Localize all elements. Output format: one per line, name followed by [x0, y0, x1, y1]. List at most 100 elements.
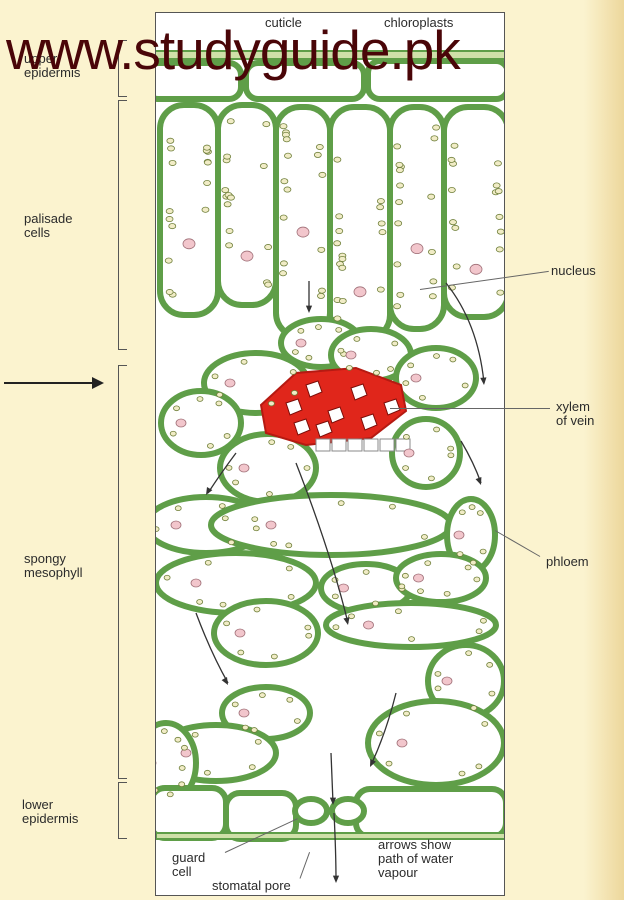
chloroplast: [428, 476, 434, 481]
chloroplast: [280, 271, 287, 276]
chloroplast: [397, 183, 404, 188]
chloroplast: [403, 381, 409, 386]
nucleus: [241, 251, 253, 261]
chloroplast: [476, 629, 482, 634]
phloem-cell: [332, 439, 346, 451]
chloroplast: [280, 261, 287, 266]
chloroplast: [271, 541, 277, 546]
chloroplast: [175, 737, 181, 742]
nucleus: [442, 677, 452, 685]
spongy-cell: [214, 601, 318, 665]
chloroplast: [349, 614, 355, 619]
chloroplast: [197, 397, 203, 402]
chloroplast: [167, 138, 174, 143]
chloroplast: [280, 124, 287, 129]
chloroplast: [156, 527, 159, 532]
chloroplast: [217, 392, 223, 397]
chloroplast: [377, 198, 384, 203]
chloroplast: [175, 506, 181, 511]
chloroplast: [286, 566, 292, 571]
chloroplast: [315, 325, 321, 330]
chloroplast: [226, 243, 233, 248]
scan-edge-shadow: [584, 0, 624, 900]
chloroplast: [204, 160, 211, 165]
chloroplast: [286, 543, 292, 548]
chloroplast: [497, 229, 504, 234]
chloroplast: [397, 292, 404, 297]
chloroplast: [404, 711, 410, 716]
chloroplast: [338, 501, 344, 506]
chloroplast: [269, 440, 275, 445]
chloroplast: [166, 289, 173, 294]
label-lower-epidermis: lower epidermis: [22, 798, 78, 826]
chloroplast: [284, 187, 291, 192]
chloroplast: [255, 739, 261, 744]
nucleus: [191, 579, 201, 587]
chloroplast: [482, 721, 488, 726]
chloroplast: [388, 367, 394, 372]
chloroplast: [336, 214, 343, 219]
chloroplast: [164, 575, 170, 580]
chloroplast: [444, 591, 450, 596]
chloroplast: [306, 633, 312, 638]
chloroplast: [459, 510, 465, 515]
nucleus: [176, 419, 186, 427]
chloroplast: [363, 570, 369, 575]
chloroplast: [409, 637, 415, 642]
chloroplast: [418, 589, 424, 594]
nucleus: [397, 739, 407, 747]
guard-cell: [295, 799, 327, 823]
chloroplast: [219, 504, 225, 509]
chloroplast: [408, 363, 414, 368]
chloroplast: [291, 390, 297, 395]
chloroplast: [462, 383, 468, 388]
chloroplast: [319, 172, 326, 177]
leader-xylem: [390, 408, 550, 409]
nucleus: [414, 574, 424, 582]
chloroplast: [332, 594, 338, 599]
chloroplast: [251, 728, 257, 733]
chloroplast: [339, 265, 346, 270]
chloroplast: [260, 163, 267, 168]
chloroplast: [459, 771, 465, 776]
lower-epidermis-cell: [156, 788, 226, 838]
chloroplast: [161, 729, 167, 734]
chloroplast: [268, 401, 274, 406]
chloroplast: [377, 287, 384, 292]
chloroplast: [232, 702, 238, 707]
nucleus: [411, 374, 421, 382]
chloroplast: [204, 180, 211, 185]
chloroplast: [430, 279, 437, 284]
chloroplast: [181, 745, 187, 750]
nucleus: [297, 227, 309, 237]
chloroplast: [402, 573, 408, 578]
chloroplast: [448, 157, 455, 162]
chloroplast: [334, 316, 341, 321]
chloroplast: [450, 357, 456, 362]
chloroplast: [378, 221, 385, 226]
label-phloem: phloem: [546, 555, 589, 569]
chloroplast: [448, 453, 454, 458]
label-stomatal-pore: stomatal pore: [212, 879, 291, 893]
chloroplast: [266, 492, 272, 497]
chloroplast: [474, 577, 480, 582]
chloroplast: [334, 157, 341, 162]
label-nucleus: nucleus: [551, 264, 596, 278]
chloroplast: [170, 431, 176, 436]
arrow-right-icon: [4, 376, 104, 390]
nucleus: [364, 621, 374, 629]
chloroplast: [346, 366, 352, 371]
chloroplast: [451, 143, 458, 148]
chloroplast: [224, 434, 230, 439]
arrow-head-icon: [333, 876, 339, 883]
chloroplast: [249, 765, 255, 770]
water-vapour-arrow: [334, 813, 336, 881]
chloroplast: [197, 600, 203, 605]
palisade-bracket: [118, 100, 127, 350]
chloroplast: [374, 370, 380, 375]
chloroplast: [318, 288, 325, 293]
chloroplast: [284, 153, 291, 158]
chloroplast: [487, 662, 493, 667]
chloroplast: [292, 350, 298, 355]
chloroplast: [167, 792, 173, 797]
